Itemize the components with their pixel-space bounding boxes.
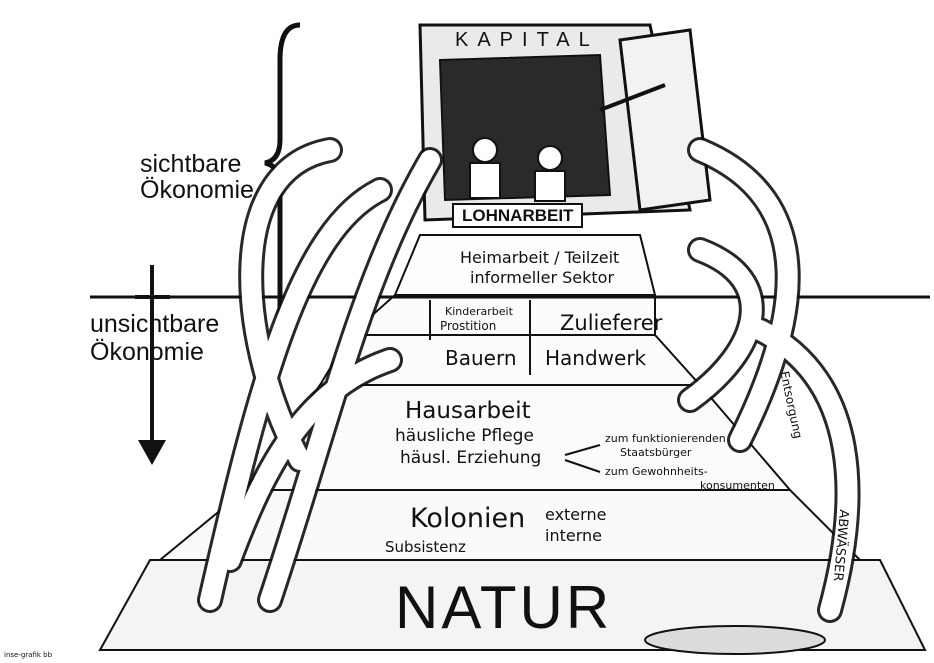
worker-head [473,138,497,162]
invisible-economy-label-line1: unsichtbare [90,312,219,337]
suppliers-label: Zulieferer [560,313,662,334]
colonies-external-label: externe [545,507,606,523]
child-labor-label-line1: Kinderarbeit [445,306,513,317]
invisible-economy-label-line2: Ökonomie [90,340,204,365]
output-consumer-line2: konsumenten [700,480,775,491]
visible-economy-label-line1: sichtbare [140,152,241,177]
farmers-label: Bauern [445,348,517,368]
output-consumer-line1: zum Gewohnheits- [605,466,708,477]
housework-label-line3: häusl. Erziehung [400,450,541,467]
housework-label-line1: Hausarbeit [405,400,531,423]
worker-body [470,163,500,198]
worker-head [538,146,562,170]
informal-label-line1: Heimarbeit / Teilzeit [460,250,619,266]
housework-label-line2: häusliche Pflege [395,428,534,445]
crafts-label: Handwerk [545,348,646,368]
output-citizen-line1: zum funktionierenden [605,433,726,444]
wage-labor-label: LOHNARBEIT [452,203,583,228]
invisible-arrowhead [138,440,166,465]
safe-title: KAPITAL [455,30,599,50]
water-puddle [645,626,825,654]
image-credit: inse-grafik bb [4,652,52,659]
safe-opening [440,55,610,200]
output-citizen-line2: Staatsbürger [620,447,691,458]
child-labor-label-line2: Prostition [440,320,496,332]
nature-label: NATUR [395,578,612,638]
colonies-internal-label: interne [545,528,602,544]
subsistence-label: Subsistenz [385,540,466,555]
worker-body [535,171,565,201]
informal-label-line2: informeller Sektor [470,270,614,286]
colonies-label: Kolonien [410,505,525,532]
visible-economy-label-line2: Ökonomie [140,178,254,203]
